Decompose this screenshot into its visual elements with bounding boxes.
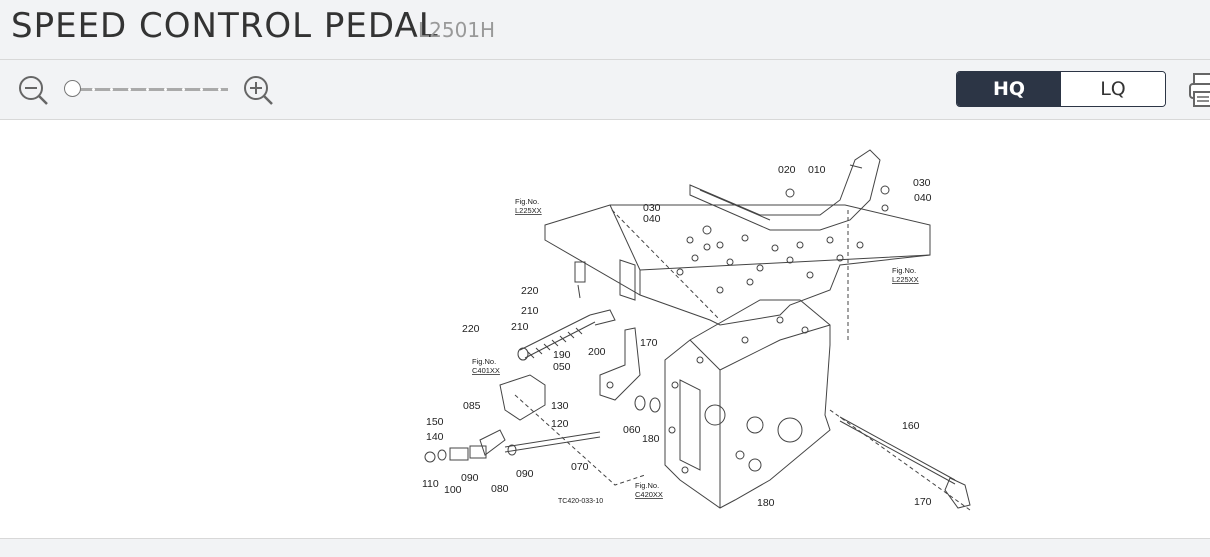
slider-tick xyxy=(110,88,113,91)
fig-reference-number[interactable]: L225XX xyxy=(892,275,919,284)
part-label-120[interactable]: 120 xyxy=(551,418,569,430)
footer-bar xyxy=(0,538,1210,557)
part-label-110[interactable]: 110 xyxy=(422,478,439,490)
fig-reference-label: Fig.No. xyxy=(515,197,539,206)
part-label-080[interactable]: 080 xyxy=(491,483,509,495)
part-label-090[interactable]: 090 xyxy=(461,472,479,484)
part-label-070[interactable]: 070 xyxy=(571,461,589,473)
part-label-050[interactable]: 050 xyxy=(553,361,571,373)
part-label-140[interactable]: 140 xyxy=(426,431,444,443)
fig-reference-number[interactable]: C420XX xyxy=(635,490,663,499)
part-label-020[interactable]: 020 xyxy=(778,164,796,176)
part-label-180[interactable]: 180 xyxy=(757,497,775,509)
slider-tick xyxy=(200,88,203,91)
zoom-slider[interactable] xyxy=(64,80,230,100)
zoom-in-icon[interactable] xyxy=(242,74,274,106)
fig-reference-label: Fig.No. xyxy=(635,481,659,490)
part-label-130[interactable]: 130 xyxy=(551,400,569,412)
fig-reference[interactable]: Fig.No.L225XX xyxy=(515,197,542,215)
part-label-220[interactable]: 220 xyxy=(462,323,480,335)
slider-tick xyxy=(182,88,185,91)
fig-reference-number[interactable]: C401XX xyxy=(472,366,500,375)
part-label-210[interactable]: 210 xyxy=(511,321,529,333)
part-label-160[interactable]: 160 xyxy=(902,420,920,432)
zoom-slider-track xyxy=(72,88,228,91)
fig-reference-number[interactable]: L225XX xyxy=(515,206,542,215)
part-label-200[interactable]: 200 xyxy=(588,346,606,358)
slider-tick xyxy=(128,88,131,91)
lq-button[interactable]: LQ xyxy=(1061,72,1165,106)
part-label-040[interactable]: 040 xyxy=(914,192,932,204)
part-label-010[interactable]: 010 xyxy=(808,164,826,176)
quality-toggle: HQ LQ xyxy=(956,71,1166,107)
part-label-085[interactable]: 085 xyxy=(463,400,481,412)
part-label-090[interactable]: 090 xyxy=(516,468,534,480)
part-label-170[interactable]: 170 xyxy=(640,337,658,349)
slider-tick xyxy=(164,88,167,91)
part-label-220[interactable]: 220 xyxy=(521,285,539,297)
part-label-180[interactable]: 180 xyxy=(642,433,660,445)
slider-tick xyxy=(92,88,95,91)
model-number: L2501H xyxy=(418,18,496,42)
fig-reference[interactable]: Fig.No.C420XX xyxy=(635,481,663,499)
part-label-170[interactable]: 170 xyxy=(914,496,932,508)
part-label-030[interactable]: 030 xyxy=(913,177,931,189)
fig-reference[interactable]: Fig.No.C401XX xyxy=(472,357,500,375)
drawing-code: TC420-033-10 xyxy=(558,498,603,505)
toolbar: HQ LQ xyxy=(0,60,1210,120)
fig-reference-label: Fig.No. xyxy=(892,266,916,275)
part-label-100[interactable]: 100 xyxy=(444,484,462,496)
part-label-040[interactable]: 040 xyxy=(643,213,661,225)
slider-tick xyxy=(218,88,221,91)
page-title: SPEED CONTROL PEDAL xyxy=(11,6,439,46)
zoom-out-icon[interactable] xyxy=(17,74,49,106)
part-label-060[interactable]: 060 xyxy=(623,424,641,436)
part-label-030[interactable]: 030 xyxy=(643,202,661,214)
part-label-210[interactable]: 210 xyxy=(521,305,539,317)
printer-icon[interactable] xyxy=(1188,72,1210,110)
zoom-slider-handle[interactable] xyxy=(64,80,81,97)
slider-tick xyxy=(146,88,149,91)
fig-reference-label: Fig.No. xyxy=(472,357,496,366)
fig-reference[interactable]: Fig.No.L225XX xyxy=(892,266,919,284)
page-header: SPEED CONTROL PEDAL L2501H xyxy=(0,0,1210,60)
part-label-190[interactable]: 190 xyxy=(553,349,571,361)
hq-button[interactable]: HQ xyxy=(957,72,1061,106)
part-label-150[interactable]: 150 xyxy=(426,416,444,428)
